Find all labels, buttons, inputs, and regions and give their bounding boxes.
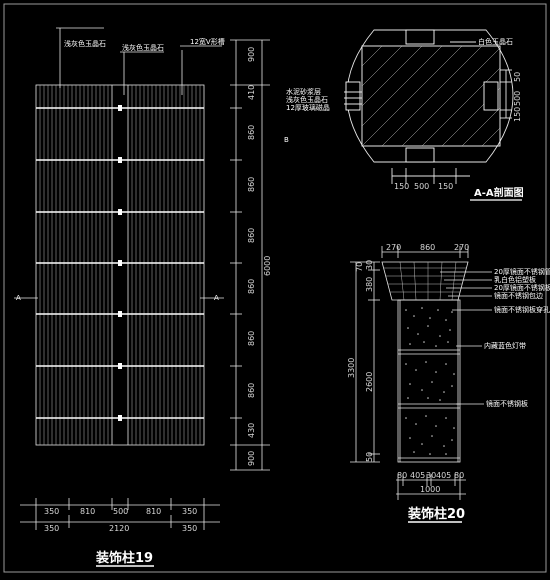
dim-v-8: 860 bbox=[247, 383, 256, 398]
column-19-elevation bbox=[14, 27, 270, 567]
col20-bdim-total: 1000 bbox=[420, 485, 440, 494]
dim-v-overall: 6000 bbox=[263, 256, 272, 276]
drawing-border bbox=[3, 3, 547, 573]
col20-bdim-3: 30 bbox=[426, 471, 436, 480]
dim-h-2: 810 bbox=[80, 507, 95, 516]
col20-bdim-2: 405 bbox=[410, 471, 425, 480]
col20-title: 装饰柱20 bbox=[407, 506, 465, 522]
dim-h-1: 350 bbox=[44, 507, 59, 516]
aa-label-1: 白色玉晶石 bbox=[478, 37, 513, 46]
dim-h-4: 810 bbox=[146, 507, 161, 516]
col20-label-3: 20厚镜面不锈钢板 bbox=[494, 283, 550, 292]
col20-label-1: 20厚镜面不锈钢管 bbox=[494, 267, 550, 276]
dim-v-3: 860 bbox=[247, 125, 256, 140]
column-19-stripes bbox=[39, 85, 201, 445]
col20-label-2: 乳白色铝塑板 bbox=[494, 275, 536, 284]
aa-dim-v3: 150 bbox=[513, 107, 522, 122]
col20-bdim-4: 405 bbox=[436, 471, 451, 480]
column-20-elevation bbox=[350, 246, 492, 523]
dim-v-2: 410 bbox=[247, 85, 256, 100]
aa-dim-v1: 50 bbox=[513, 72, 522, 82]
dim-h2-1: 350 bbox=[44, 524, 59, 533]
aa-label-4: 12厚玻璃磁晶 bbox=[286, 103, 330, 112]
col20-shaft bbox=[397, 299, 461, 463]
dim-v-1: 900 bbox=[247, 47, 256, 62]
col20-bdim-1: 80 bbox=[397, 471, 407, 480]
section-mark-right: A bbox=[214, 294, 219, 302]
col20-top-dim-1: 270 bbox=[386, 243, 401, 252]
col20-ldim-2: 380 bbox=[365, 277, 374, 292]
column-19-outline bbox=[35, 84, 205, 446]
col20-label-4: 镜面不锈钢包边 bbox=[494, 291, 543, 300]
dim-h-5: 350 bbox=[182, 507, 197, 516]
dim-v-9: 430 bbox=[247, 423, 256, 438]
aa-dim-v2: 500 bbox=[513, 91, 522, 106]
mid-mark-b: B bbox=[284, 136, 289, 144]
col19-label-3: 12宽V形槽 bbox=[190, 37, 225, 46]
col20-perforations bbox=[405, 307, 455, 455]
dim-v-4: 860 bbox=[247, 177, 256, 192]
dim-h-3: 500 bbox=[113, 507, 128, 516]
dim-h2-3: 350 bbox=[182, 524, 197, 533]
dim-h2-2: 2120 bbox=[109, 524, 129, 533]
col19-title: 装饰柱19 bbox=[95, 550, 153, 566]
section-core bbox=[361, 45, 501, 147]
dim-v-5: 860 bbox=[247, 228, 256, 243]
aa-dim-2: 500 bbox=[414, 182, 429, 191]
col20-ldim-5: 2600 bbox=[365, 372, 374, 392]
col20-top-dim-3: 270 bbox=[454, 243, 469, 252]
col20-ldim-6: 50 bbox=[365, 452, 374, 462]
col20-ldim-1: 30 bbox=[365, 260, 374, 270]
section-mark-left: A bbox=[16, 294, 21, 302]
col20-ldim-4: 3300 bbox=[347, 358, 356, 378]
col19-bottom-dims: 350 810 500 810 350 350 2120 350 bbox=[44, 507, 197, 533]
col20-bdim-5: 80 bbox=[454, 471, 464, 480]
col19-right-dims: 900 410 860 860 860 860 860 860 430 900 … bbox=[247, 47, 289, 466]
section-hatch bbox=[361, 45, 501, 147]
col20-label-6: 内藏蓝色灯带 bbox=[484, 341, 526, 350]
aa-dim-1: 150 bbox=[394, 182, 409, 191]
aa-label-3: 浅灰色玉晶石 bbox=[286, 95, 328, 104]
col20-label-7: 镜面不锈钢板 bbox=[486, 399, 528, 408]
aa-title: A-A剖面图 bbox=[474, 186, 524, 199]
col20-label-5: 镜面不锈钢板穿孔 bbox=[494, 305, 550, 314]
section-outline bbox=[346, 29, 514, 163]
aa-label-2: 水泥砂浆层 bbox=[286, 87, 321, 96]
col19-label-2: 浅灰色玉晶石 bbox=[122, 43, 164, 52]
col20-top-dim-2: 860 bbox=[420, 243, 435, 252]
col20-capital bbox=[381, 261, 469, 301]
dim-v-7: 860 bbox=[247, 331, 256, 346]
col20-ldim-3: 70 bbox=[355, 262, 364, 272]
aa-dim-3: 150 bbox=[438, 182, 453, 191]
dim-v-6: 860 bbox=[247, 279, 256, 294]
col19-label-1: 浅灰色玉晶石 bbox=[64, 39, 106, 48]
dim-v-10: 900 bbox=[247, 451, 256, 466]
section-aa-drawing bbox=[344, 29, 522, 201]
